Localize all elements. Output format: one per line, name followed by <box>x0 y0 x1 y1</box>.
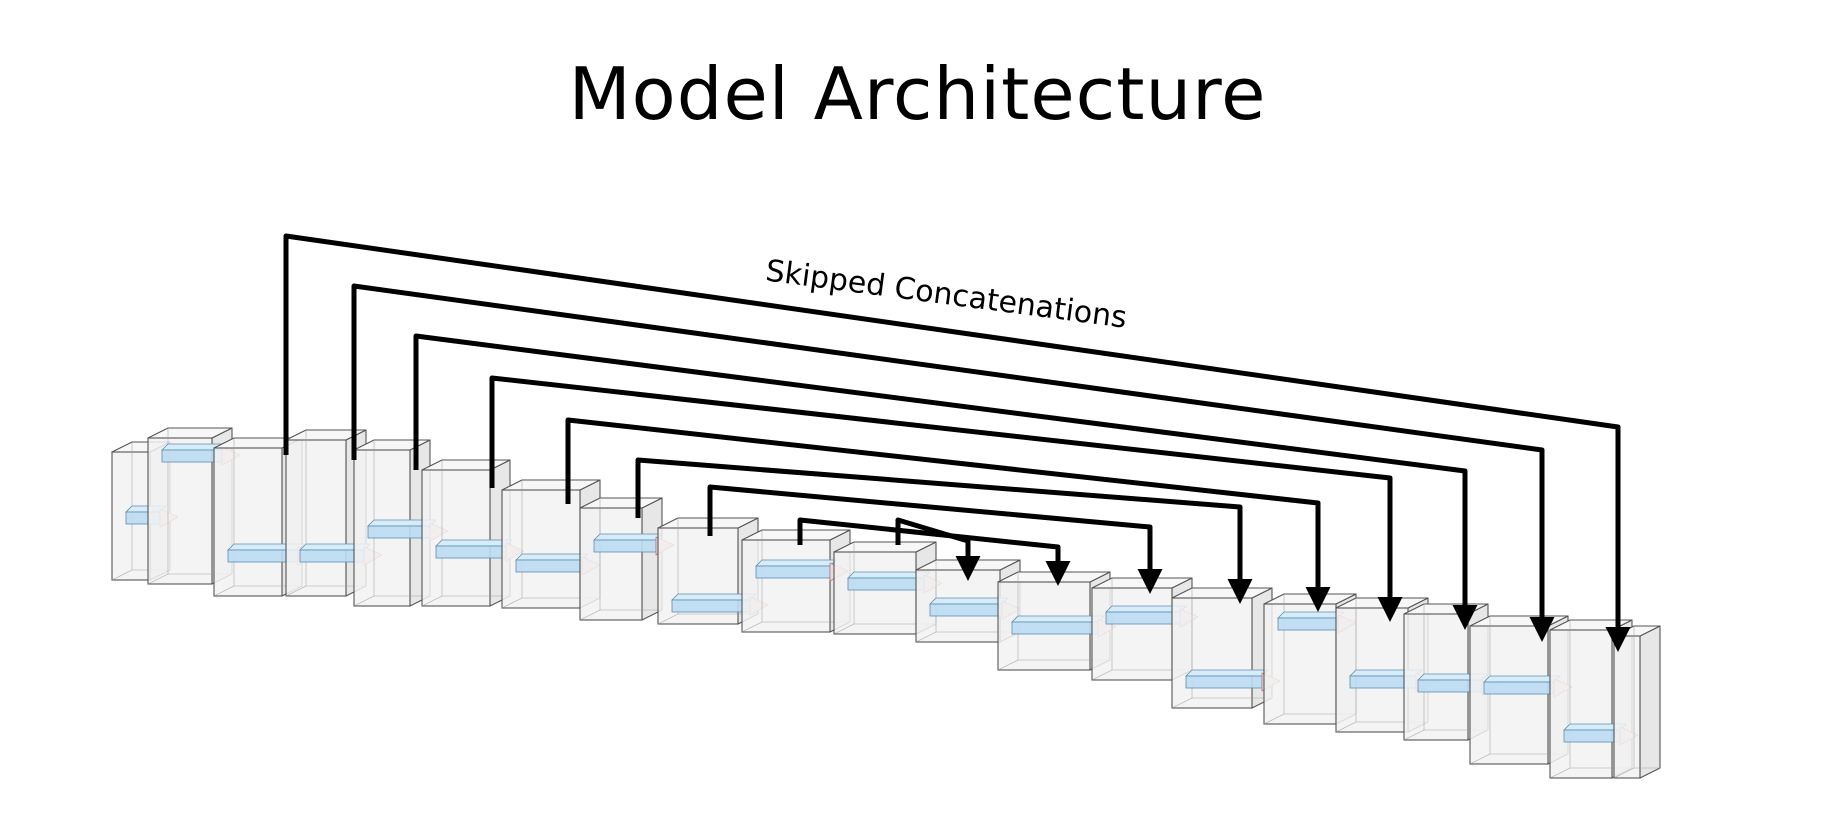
layer-block <box>1171 587 1281 709</box>
layer-bar <box>593 533 675 556</box>
layer-blocks <box>111 427 1661 779</box>
skip-connection-arrow <box>351 283 1555 643</box>
skip-connection-arrow <box>707 484 1163 595</box>
skip-connections-label: Skipped Concatenations <box>764 253 1129 335</box>
skip-connection-arrow <box>895 517 981 582</box>
skip-connection-arrow <box>283 233 1631 653</box>
skip-connection-arrow <box>635 457 1253 605</box>
page-title: Model Architecture <box>568 52 1267 136</box>
skip-connection-arrow <box>797 517 1071 587</box>
skip-connection-arrow <box>565 417 1331 613</box>
layer-block <box>1613 625 1661 779</box>
layer-bar <box>515 553 601 576</box>
skip-connection-arrow <box>413 333 1478 631</box>
layer-block <box>579 497 675 621</box>
skip-connection-arrow <box>489 375 1403 623</box>
skip-connections <box>283 233 1631 653</box>
